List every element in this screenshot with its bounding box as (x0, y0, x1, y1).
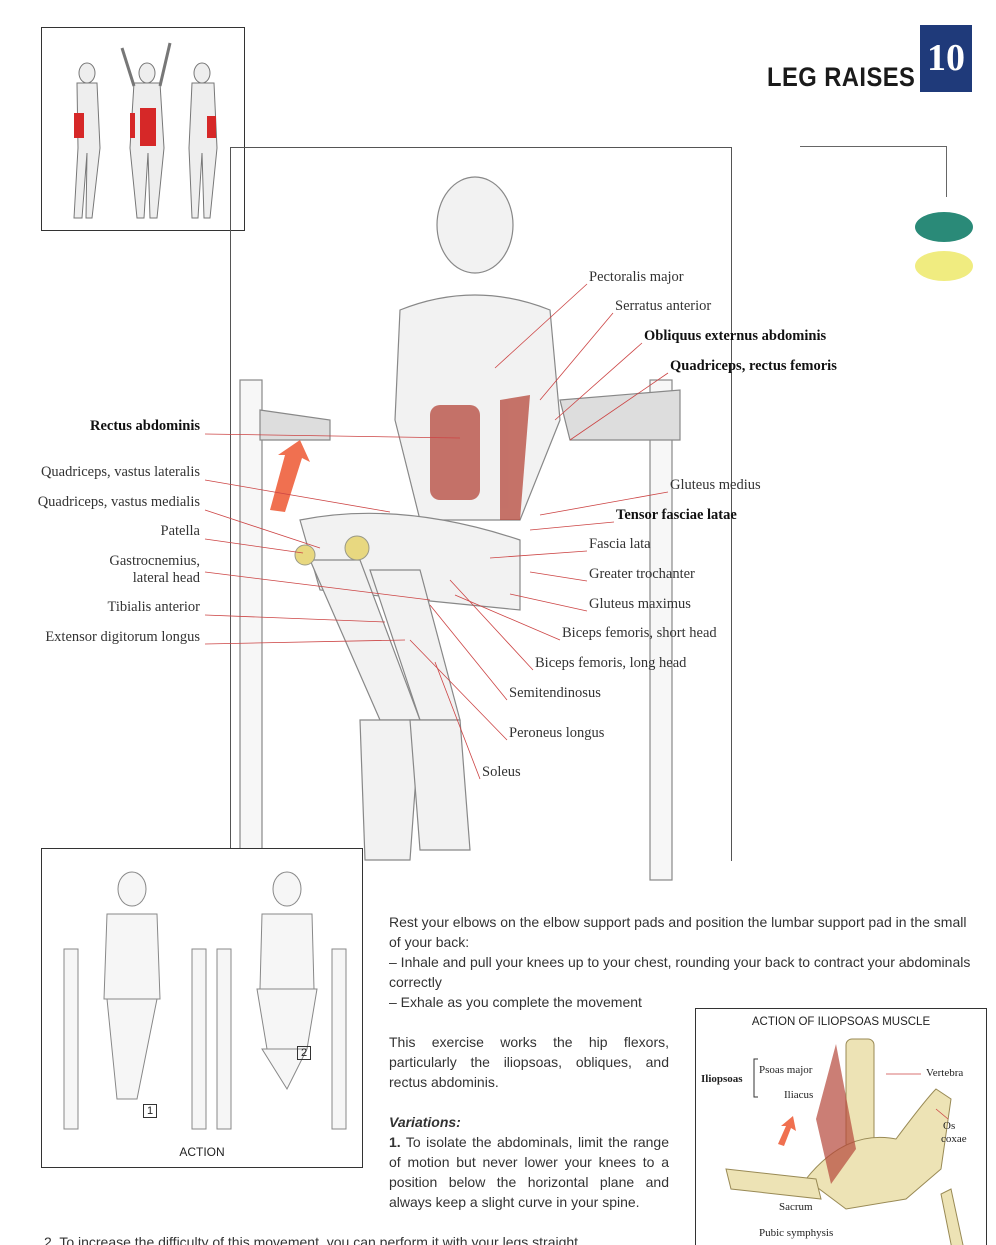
step-1-marker: 1 (143, 1104, 158, 1118)
label-fascia-lata: Fascia lata (589, 536, 651, 552)
step-2-marker: 2 (297, 1046, 312, 1060)
label-greater-trochanter: Greater trochanter (589, 566, 695, 582)
label-lateral-head: lateral head (132, 570, 200, 586)
divider-line (800, 146, 947, 197)
pubic-symphysis-label: Pubic symphysis (759, 1227, 834, 1239)
label-peroneus-longus: Peroneus longus (509, 725, 605, 741)
iliopsoas-group-label: Iliopsoas (701, 1073, 743, 1085)
label-gluteus-medius: Gluteus medius (670, 477, 761, 493)
label-rectus-abdominis: Rectus abdominis (90, 418, 200, 434)
muscle-overview-thumbnail (41, 27, 245, 231)
intro-text: Rest your elbows on the elbow support pa… (389, 914, 967, 950)
os-label: Os (943, 1120, 956, 1132)
teal-marker (915, 212, 973, 242)
iliopsoas-title: ACTION OF ILIOPSOAS MUSCLE (751, 1016, 931, 1028)
label-tensor-fasciae: Tensor fasciae latae (616, 507, 737, 523)
action-illustration (63, 871, 347, 1130)
label-vastus-medialis: Quadriceps, vastus medialis (37, 494, 200, 510)
variation-1-text: To isolate the abdominals, limit the ran… (389, 1134, 670, 1210)
main-illustration-frame (230, 147, 732, 861)
variations-title: Variations: (389, 1114, 461, 1130)
chapter-number: 10 (927, 37, 965, 79)
iliacus-label: Iliacus (784, 1089, 814, 1101)
label-gastrocnemius: Gastrocnemius, (109, 553, 200, 569)
label-serratus-anterior: Serratus anterior (615, 298, 712, 314)
label-obliquus: Obliquus externus abdominis (644, 328, 827, 344)
label-vastus-lateralis: Quadriceps, vastus lateralis (40, 464, 200, 480)
coxae-label: coxae (941, 1133, 967, 1145)
yellow-marker (915, 251, 973, 281)
exhale-step: – Exhale as you complete the movement (389, 994, 642, 1010)
chapter-number-badge: 10 (920, 25, 972, 92)
label-soleus: Soleus (482, 764, 521, 780)
label-gluteus-maximus: Gluteus maximus (589, 596, 691, 612)
psoas-major-label: Psoas major (759, 1064, 813, 1076)
label-biceps-short: Biceps femoris, short head (562, 625, 717, 641)
inhale-step: – Inhale and pull your knees up to your … (389, 954, 971, 990)
label-tibialis-anterior: Tibialis anterior (107, 599, 200, 615)
label-rectus-femoris: Quadriceps, rectus femoris (670, 358, 837, 374)
vertebra-label: Vertebra (926, 1067, 964, 1079)
variation-1-number: 1. (389, 1134, 401, 1150)
label-biceps-long: Biceps femoris, long head (535, 655, 687, 671)
figures-illustration (73, 42, 218, 219)
action-panel: 1 2 ACTION (41, 848, 363, 1168)
label-patella: Patella (160, 523, 200, 539)
label-semitendinosus: Semitendinosus (509, 685, 601, 701)
action-caption: ACTION (179, 1145, 225, 1159)
variation-1: 1. To isolate the abdominals, limit the … (389, 1132, 669, 1212)
works-text: This exercise works the hip flexors, par… (389, 1034, 669, 1090)
pelvis-illustration (725, 1038, 964, 1245)
page-title: LEG RAISES (767, 62, 916, 92)
variation-2: 2. To increase the difficulty of this mo… (44, 1234, 579, 1245)
label-pectoralis-major: Pectoralis major (589, 269, 684, 285)
label-extensor-digitorum: Extensor digitorum longus (45, 629, 200, 645)
iliopsoas-panel: ACTION OF ILIOPSOAS MUSCLE Iliopsoas Pso… (695, 1008, 987, 1245)
sacrum-label: Sacrum (779, 1201, 813, 1213)
